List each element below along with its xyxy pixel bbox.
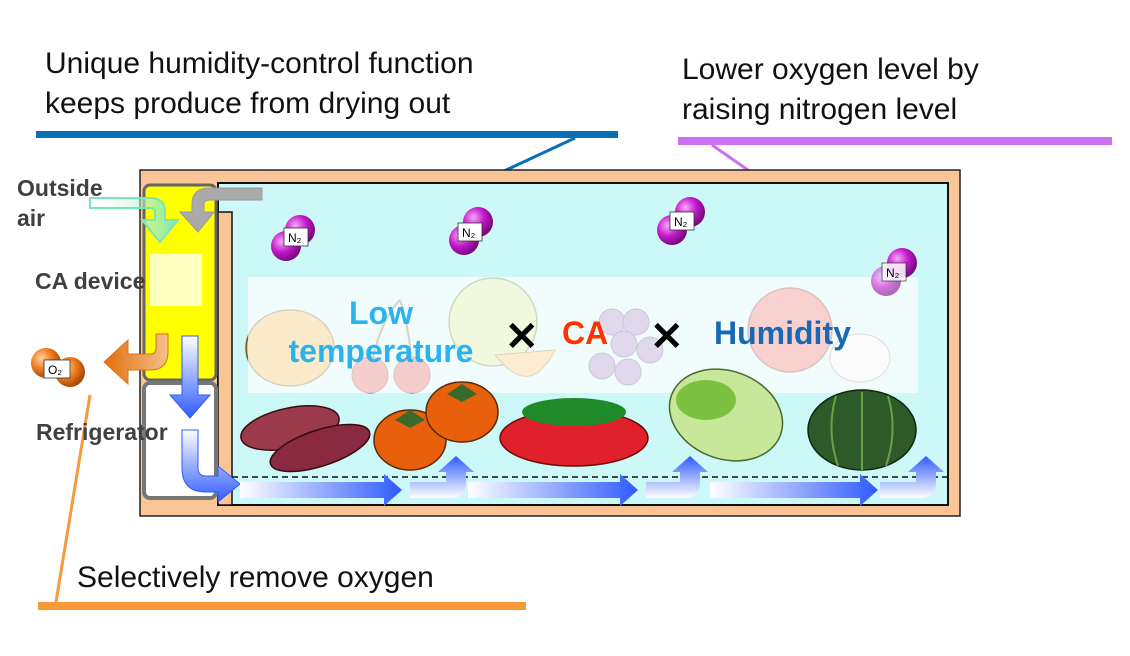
low-temp-line1: Low [349, 295, 413, 331]
n2-label: N₂ [674, 215, 688, 229]
oxygen-callout-line2: raising nitrogen level [682, 93, 958, 126]
nitrogen-molecule-icon: N₂ [271, 215, 315, 261]
outside-air-arrow [89, 197, 181, 244]
interior-divider [217, 211, 233, 506]
produce-lower-row [240, 368, 917, 473]
humidity-text: Humidity [714, 315, 851, 351]
cabbage-icon [668, 368, 784, 462]
floor-airflow-arrows [240, 456, 944, 506]
oxygen-molecule-icon: O₂ [31, 348, 85, 387]
low-temperature-text: Low temperature [272, 294, 490, 370]
o2-label: O₂ [48, 363, 62, 377]
persimmon-icon [373, 381, 499, 471]
outside-air-line2: air [17, 205, 46, 231]
humidity-callout-line1: Unique humidity-control function [45, 47, 474, 80]
n2-label: N₂ [288, 231, 302, 245]
formula-band [248, 277, 918, 393]
oxygen-callout: Lower oxygen level by raising nitrogen l… [682, 50, 979, 130]
sweet-potato-icon [240, 405, 371, 473]
outside-air-label: Outside air [17, 173, 103, 233]
times-symbol-2: ✕ [650, 315, 684, 359]
times-symbol-1: ✕ [505, 315, 539, 359]
outside-air-line1: Outside [17, 175, 103, 201]
pumpkin-icon [807, 389, 917, 471]
remove-callout: Selectively remove oxygen [77, 558, 434, 598]
low-temp-line2: temperature [288, 333, 474, 369]
remove-callout-text: Selectively remove oxygen [77, 561, 434, 594]
nitrogen-molecule-icon: N₂ [449, 207, 493, 255]
n2-label: N₂ [462, 226, 476, 240]
nitrogen-molecule-icon: N₂ [657, 197, 705, 245]
return-air-arrow [178, 187, 263, 233]
strawberries-icon [499, 398, 649, 467]
refrigerator-label: Refrigerator [36, 419, 168, 445]
ca-device-panel [150, 254, 202, 306]
remove-callout-line [38, 394, 526, 610]
oxygen-callout-line1: Lower oxygen level by [682, 53, 979, 86]
nitrogen-molecule-icon: N₂ [871, 248, 917, 296]
humidity-callout: Unique humidity-control function keeps p… [45, 44, 474, 124]
ca-device-label: CA device [35, 268, 146, 294]
humidity-callout-line2: keeps produce from drying out [45, 87, 451, 120]
cold-air-turn-arrow [181, 429, 241, 504]
oxygen-out-arrow [103, 333, 169, 386]
ca-text: CA [562, 315, 609, 351]
n2-label: N₂ [886, 266, 900, 280]
cold-air-down-arrow [168, 335, 212, 419]
